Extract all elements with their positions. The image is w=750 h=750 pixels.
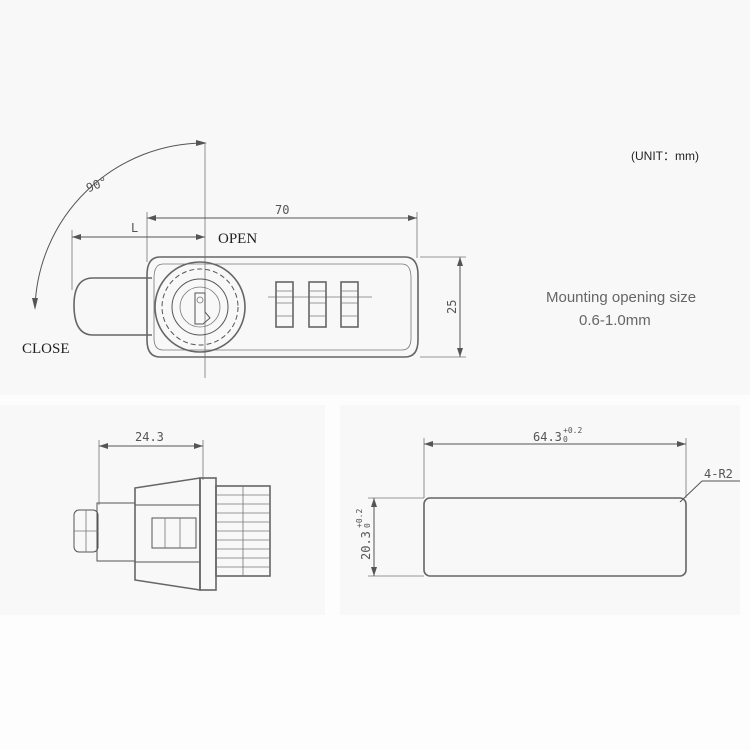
dim-243-arrow-right	[194, 443, 203, 449]
dim-643-text: 64.3	[533, 430, 562, 444]
dim-643-tol-lower: 0	[563, 435, 568, 444]
dim-643-arrow-left	[424, 441, 433, 447]
top-panel	[0, 0, 750, 395]
dim-25-text: 25	[445, 300, 459, 314]
dim-l-arrow-left	[72, 234, 81, 240]
knob-knurling	[216, 486, 270, 576]
bottom-left-panel	[0, 405, 325, 615]
dim-l-arrow-right	[196, 234, 205, 240]
cutout-rectangle	[423, 497, 687, 577]
cylinder-outer	[154, 261, 246, 353]
body-profile	[134, 477, 201, 591]
dim-25-arrow-bottom	[457, 348, 463, 357]
lock-side-view: 24.3	[73, 430, 271, 591]
panel-cutout-view: 64.3 +0.2 0 20.3 +0.2 0 4-R2	[355, 426, 740, 577]
dim-l-text: L	[131, 221, 138, 235]
dial-3	[340, 281, 359, 328]
dim-70-arrow-right	[408, 215, 417, 221]
mounting-note-line1: Mounting opening size	[546, 289, 696, 306]
unit-label: (UNIT：mm)	[631, 149, 699, 163]
cylinder-core	[179, 286, 221, 328]
dial-1	[275, 281, 294, 328]
mounting-note-line2: 0.6-1.0mm	[579, 312, 651, 329]
cylinder-knurl	[161, 268, 239, 346]
key-icon	[194, 292, 211, 325]
radius-label: 4-R2	[704, 467, 733, 481]
lock-front-view: 90° 70 L OPEN CLOSE	[22, 140, 466, 378]
arc-arrow-top	[196, 140, 207, 146]
dim-203-arrow-bottom	[371, 567, 377, 576]
lock-body-inner	[153, 263, 412, 351]
latch-bar	[73, 277, 152, 336]
dim-203-arrow-top	[371, 498, 377, 507]
dim-70-text: 70	[275, 203, 289, 217]
open-label: OPEN	[218, 231, 257, 247]
flange	[199, 477, 217, 591]
bottom-right-panel	[340, 405, 740, 615]
dial-2	[308, 281, 327, 328]
dim-243-arrow-left	[99, 443, 108, 449]
dim-25-arrow-top	[457, 257, 463, 266]
close-label: CLOSE	[22, 341, 70, 357]
dim-203-tol-lower: 0	[363, 523, 372, 528]
angle-label: 90°	[84, 174, 109, 195]
swing-arc	[34, 142, 206, 309]
arc-arrow-bottom	[32, 298, 38, 310]
radius-leader	[679, 480, 703, 503]
combination-dials	[268, 281, 372, 328]
body-slot	[151, 517, 197, 549]
dim-203-tol-upper: +0.2	[355, 509, 364, 528]
dim-643-arrow-right	[677, 441, 686, 447]
shaft	[96, 502, 136, 562]
dim-70-arrow-left	[147, 215, 156, 221]
keyhole	[196, 296, 204, 304]
lock-body	[146, 256, 419, 358]
dim-643-tol-upper: +0.2	[563, 426, 582, 435]
cylinder-inner	[171, 278, 229, 336]
dim-203-text: 20.3	[359, 531, 373, 560]
dim-243-text: 24.3	[135, 430, 164, 444]
